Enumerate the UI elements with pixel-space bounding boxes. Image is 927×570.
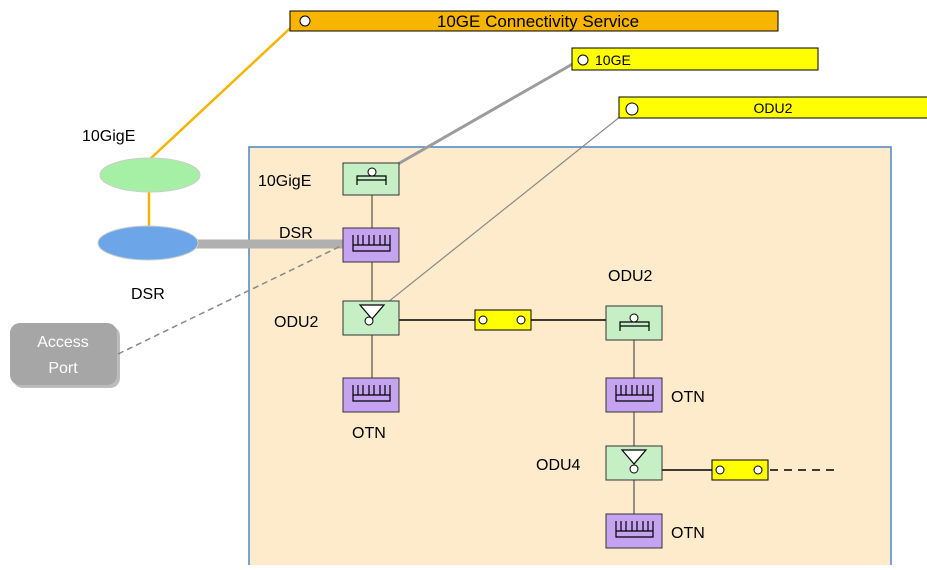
stack2-otn-bottom-node[interactable] — [605, 513, 663, 549]
left-10gige-label: 10GigE — [82, 128, 135, 145]
adapter-icon — [615, 521, 654, 538]
stack2-otn-node[interactable] — [605, 377, 663, 413]
port-icon — [478, 315, 488, 325]
odu2-link — [367, 107, 632, 319]
termination-icon — [629, 313, 639, 323]
service-port-icon — [299, 15, 311, 27]
ge10-link — [369, 56, 584, 182]
left-10gige-node[interactable] — [99, 157, 201, 193]
port-icon — [715, 465, 725, 475]
stack1-odu2-label: ODU2 — [274, 314, 319, 331]
stack1-10gige-label: 10GigE — [258, 173, 311, 190]
stack1-otn-label: OTN — [352, 425, 386, 442]
stack1-otn-node[interactable] — [342, 377, 400, 413]
ge10-bar-label: 10GE — [595, 52, 631, 68]
access-port-link — [117, 244, 344, 355]
access-port-line1: Access — [37, 334, 89, 351]
stack1-dsr-node[interactable] — [342, 227, 400, 263]
odu2-bar[interactable]: ODU2 — [618, 96, 927, 119]
adapter-icon — [615, 385, 654, 402]
service-bar[interactable]: 10GE Connectivity Service — [289, 10, 779, 32]
left-dsr-label: DSR — [131, 286, 165, 303]
stack1-10gige-node[interactable] — [342, 162, 400, 196]
stack2-otn-label: OTN — [671, 389, 705, 406]
port-icon — [516, 315, 526, 325]
access-port[interactable]: Access Port — [10, 323, 120, 388]
access-port-line2: Port — [48, 360, 78, 377]
odu2-port-icon — [625, 102, 639, 116]
stack2-odu2-label: ODU2 — [608, 268, 653, 285]
service-label: 10GE Connectivity Service — [437, 12, 639, 31]
ge10-bar[interactable]: 10GE — [571, 47, 819, 71]
adapter-icon — [352, 235, 391, 252]
triangle-icon — [620, 449, 648, 465]
stack2-odu4-node[interactable] — [605, 445, 663, 481]
stack2-odu4-label: ODU4 — [536, 457, 581, 474]
odu2-bar-label: ODU2 — [754, 100, 793, 116]
stack1-dsr-label: DSR — [279, 225, 313, 242]
stack2-odu2-node[interactable] — [605, 305, 663, 341]
ge10-port-icon — [577, 54, 589, 66]
termination-icon — [364, 316, 374, 326]
triangle-icon — [358, 304, 386, 320]
service-link — [148, 19, 300, 161]
odu2-connection-box[interactable] — [474, 309, 532, 331]
termination-icon — [367, 167, 377, 177]
stack1-odu2-node[interactable] — [342, 300, 400, 336]
stack2-otn-bottom-label: OTN — [671, 525, 705, 542]
adapter-icon — [352, 385, 391, 402]
termination-icon — [629, 464, 639, 474]
left-dsr-node[interactable] — [97, 225, 199, 261]
equipment-panel — [248, 146, 892, 570]
port-icon — [753, 465, 763, 475]
odu4-connection-box[interactable] — [711, 459, 769, 481]
